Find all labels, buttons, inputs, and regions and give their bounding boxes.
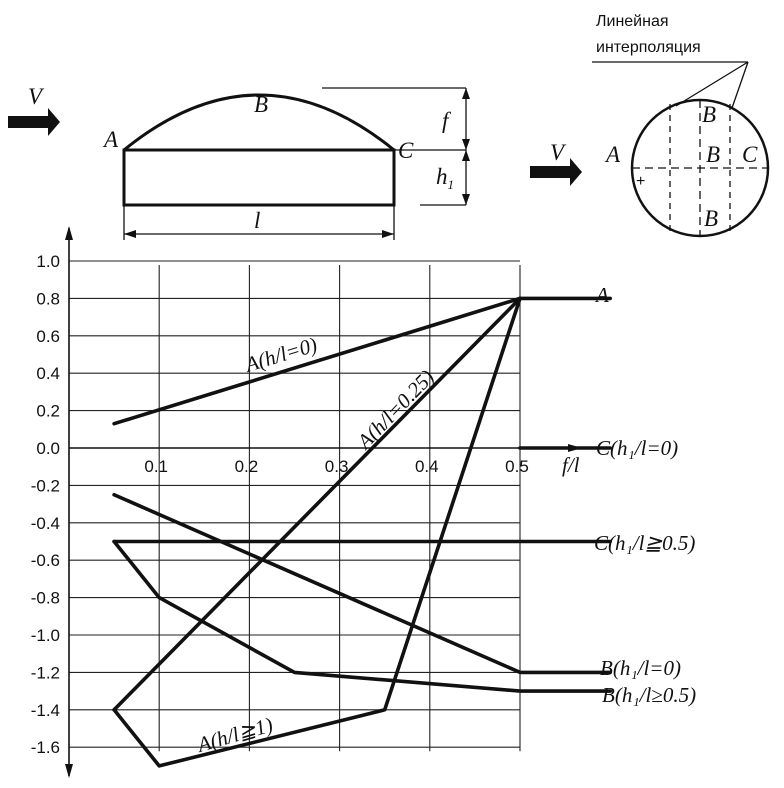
x-tick-label: 0.2 <box>235 457 259 476</box>
y-tick-label: 0.0 <box>36 439 60 458</box>
y-tick-label: -1.0 <box>31 626 60 645</box>
y-tick-label: -1.4 <box>31 701 60 720</box>
label-c-h1-05: C(h₁/l≧0.5) <box>594 531 695 555</box>
chart-series <box>112 296 613 768</box>
y-axis-arrow-up-icon <box>65 226 73 240</box>
series-line <box>112 492 613 675</box>
label-a-h025: A(h/l=0.25) <box>351 365 439 455</box>
roof-diagram <box>8 87 470 240</box>
inset-plus-label: + <box>636 173 645 190</box>
label-b-h1-05: B(h₁/l≥0.5) <box>602 683 696 707</box>
inset-c-label: C <box>742 142 758 167</box>
inset-wind-arrow-icon <box>530 158 582 186</box>
y-tick-label: -0.2 <box>31 476 60 495</box>
label-b-h1-0: B(h₁/l=0) <box>600 656 681 680</box>
series-line <box>112 296 522 712</box>
y-tick-label: -1.2 <box>31 663 60 682</box>
x-tick-label: 0.5 <box>505 457 529 476</box>
chart-axes <box>65 226 582 778</box>
y-tick-label: 0.4 <box>36 364 60 383</box>
inset-diagram <box>530 61 770 238</box>
inset-b-top-label: B <box>702 102 716 127</box>
point-c-label: C <box>398 138 414 163</box>
roof-arc <box>123 93 395 152</box>
y-tick-label: 1.0 <box>36 252 60 271</box>
x-tick-label: 0.4 <box>415 457 439 476</box>
wind-arrow-icon <box>8 108 60 136</box>
y-tick-label: -0.8 <box>31 589 60 608</box>
inset-b-mid-label: B <box>706 142 720 167</box>
y-tick-label: -0.4 <box>31 514 60 533</box>
y-tick-label: -1.6 <box>31 738 60 757</box>
series-line <box>112 296 522 768</box>
label-a-end: A <box>594 283 609 307</box>
y-tick-label: -0.6 <box>31 551 60 570</box>
y-tick-label: 0.2 <box>36 402 60 421</box>
x-tick-label: 0.3 <box>325 457 349 476</box>
building-wall <box>122 148 396 207</box>
label-a-h1: A(h/l≧1) <box>193 712 276 757</box>
series-line <box>112 539 613 693</box>
inset-wind-label: V <box>550 140 567 165</box>
x-axis-title: f/l <box>562 453 580 477</box>
series-line <box>112 296 522 426</box>
point-a-label: A <box>102 127 119 152</box>
inset-a-label: A <box>604 142 621 167</box>
interp-note-line1: Линейная <box>596 13 669 30</box>
dim-f-label: f <box>442 108 452 133</box>
interp-note-line2: интерполяция <box>596 39 701 56</box>
dim-h1-label: h1 <box>436 164 454 192</box>
y-tick-label: 0.6 <box>36 327 60 346</box>
y-tick-label: 0.8 <box>36 289 60 308</box>
wind-label: V <box>28 84 45 109</box>
chart-ticks: 1.0 0.8 0.6 0.4 0.2 0.0 -0.2 -0.4 -0.6 -0.8 -1.0 -1… <box>31 252 529 757</box>
point-b-label: B <box>254 92 268 117</box>
dim-l-label: l <box>254 208 260 233</box>
y-axis-arrow-down-icon <box>65 764 73 778</box>
x-tick-label: 0.1 <box>144 457 168 476</box>
inset-b-bot-label: B <box>704 206 718 231</box>
label-c-h1-0: C(h₁/l=0) <box>596 436 678 460</box>
